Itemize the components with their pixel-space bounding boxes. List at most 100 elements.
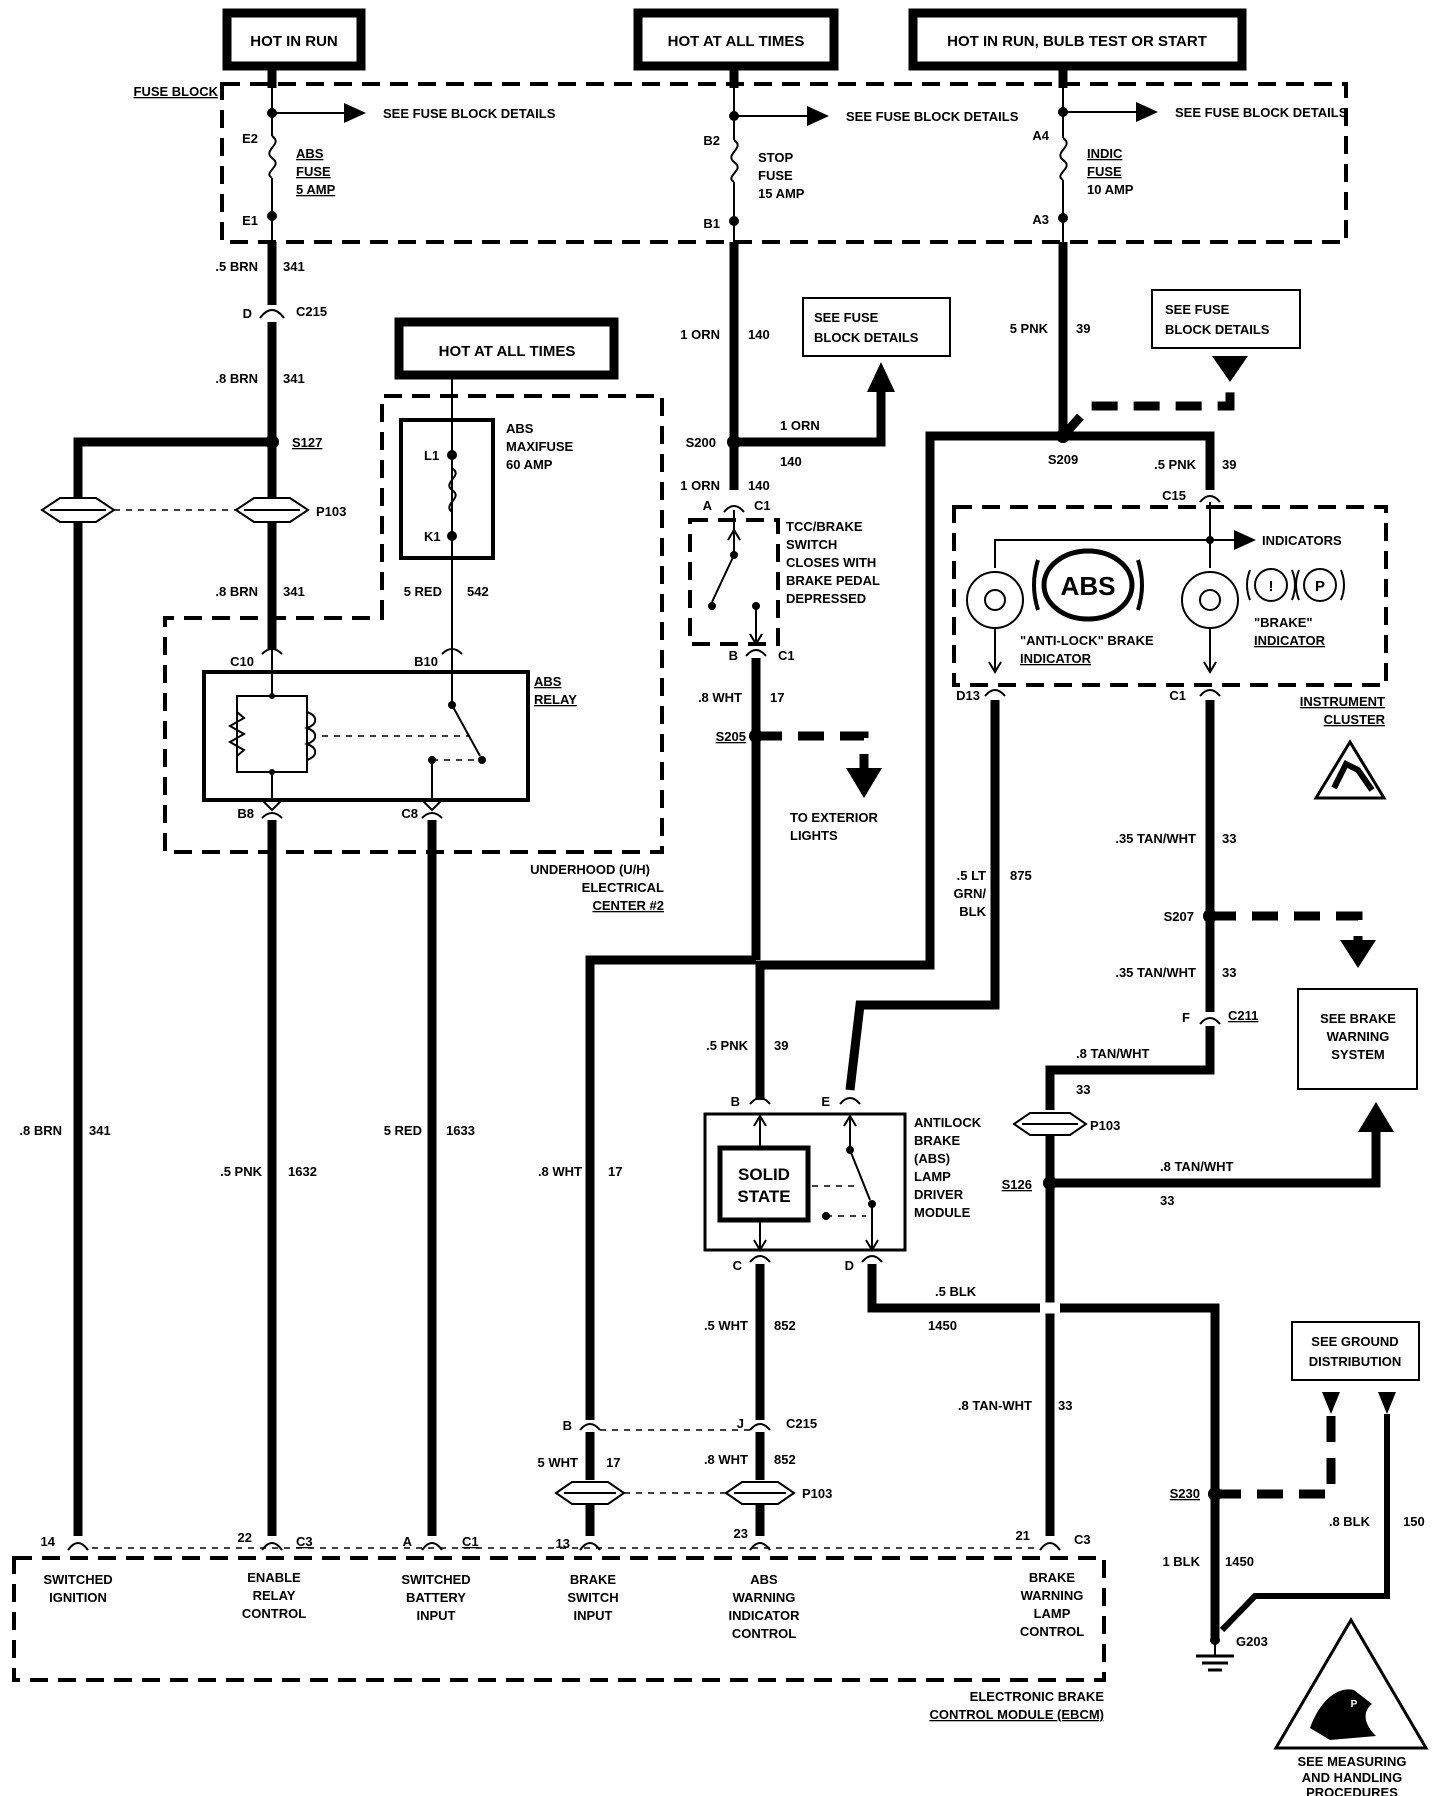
wire-label: .35 TAN/WHT: [1115, 965, 1196, 980]
brake-park-icon: ! P: [1246, 568, 1345, 602]
pin-function: CONTROL: [1020, 1624, 1084, 1639]
circuit-number: 852: [774, 1452, 796, 1467]
pin-number: 23: [734, 1526, 748, 1541]
connector-label: C3: [296, 1534, 313, 1549]
splice-label: S127: [292, 435, 322, 450]
tcc-brake-switch: A C1 TCC/BRAKE SWITCH CLOSES WITH BRAKE …: [688, 498, 880, 646]
connector-label: C215: [296, 304, 327, 319]
fuse-name: FUSE: [758, 168, 793, 183]
pin-number: 22: [238, 1530, 252, 1545]
circuit-number: 542: [467, 584, 489, 599]
connector-label: C211: [1228, 1008, 1258, 1023]
maxifuse-name: ABS: [506, 421, 534, 436]
wire-label: .8 TAN/WHT: [1160, 1159, 1233, 1174]
splice-label: S207: [1164, 909, 1194, 924]
wire-label: .5 BLK: [935, 1284, 977, 1299]
brake-indicator-label: INDICATOR: [1254, 633, 1326, 648]
circuit-number: 17: [606, 1455, 620, 1470]
see-fuse-details-text: BLOCK DETAILS: [814, 330, 919, 345]
see-fuse-details-text: SEE FUSE BLOCK DETAILS: [1175, 105, 1348, 120]
ebcm-label: ELECTRONIC BRAKE: [970, 1689, 1105, 1704]
splice-label: S230: [1170, 1486, 1200, 1501]
wire-label: .8 TAN/WHT: [1076, 1046, 1149, 1061]
connector-pin: D13: [956, 688, 980, 703]
wire-label: .8 BRN: [215, 371, 258, 386]
circuit-number: 140: [780, 454, 802, 469]
pin-function: SWITCH: [567, 1590, 618, 1605]
ebcm-pin-4: 13 BRAKE SWITCH INPUT: [556, 1536, 619, 1623]
connector-pin: B: [731, 1094, 740, 1109]
wire-label: 1 ORN: [780, 418, 820, 433]
svg-text:P: P: [1315, 578, 1325, 595]
fuse-pin: L1: [424, 448, 439, 463]
power-label: HOT AT ALL TIMES: [668, 33, 805, 50]
stop-fuse: SEE FUSE BLOCK DETAILS B2 B1 STOP FUSE 1…: [703, 84, 1019, 242]
power-hot-at-all-times: HOT AT ALL TIMES: [633, 8, 839, 71]
circuit-number: 33: [1160, 1193, 1174, 1208]
pin-function: ENABLE: [247, 1570, 301, 1585]
wire-label: .5 PNK: [220, 1164, 263, 1179]
connector-pin: B: [563, 1418, 572, 1433]
wire-label: .5 LT: [957, 868, 986, 883]
connector-pin: A: [703, 498, 713, 513]
circuit-number: 852: [774, 1318, 796, 1333]
connector-label: C215: [786, 1416, 817, 1431]
pin-function: ABS: [750, 1572, 778, 1587]
connector-label: P103: [802, 1486, 832, 1501]
pin-function: SWITCHED: [401, 1572, 470, 1587]
power-label: HOT IN RUN, BULB TEST OR START: [947, 33, 1207, 50]
fuse-pin: E1: [242, 213, 258, 228]
tcc-switch-label: SWITCH: [786, 537, 837, 552]
ground-label: G203: [1236, 1634, 1268, 1649]
pin-number: A: [403, 1534, 413, 1549]
abs-badge-icon: ABS: [1032, 548, 1144, 622]
circuit-number: 341: [89, 1123, 111, 1138]
pin-function: IGNITION: [49, 1590, 107, 1605]
ground-icon: [1196, 1635, 1234, 1672]
circuit-number: 140: [748, 327, 770, 342]
lamp-icon: [966, 571, 1024, 629]
relay-name: ABS: [534, 674, 562, 689]
fuse-rating: 10 AMP: [1087, 182, 1134, 197]
wire-label: .5 PNK: [1154, 457, 1197, 472]
pin-number: 14: [41, 1534, 56, 1549]
pin-function: BATTERY: [406, 1590, 466, 1605]
handling-label: AND HANDLING: [1302, 1770, 1402, 1785]
wire-label: 1 BLK: [1162, 1554, 1200, 1569]
exterior-lights-label: LIGHTS: [790, 828, 838, 843]
cluster-label: CLUSTER: [1324, 712, 1386, 727]
connector-pin: C8: [401, 806, 418, 821]
connector-pin: C10: [230, 654, 254, 669]
indic-fuse: SEE FUSE BLOCK DETAILS A4 A3 INDIC FUSE …: [1032, 84, 1348, 242]
fuse-name: ABS: [296, 146, 324, 161]
wire-label: .5 BRN: [215, 259, 258, 274]
uh-center-label: UNDERHOOD (U/H): [530, 862, 650, 877]
wire-label: GRN/: [954, 886, 987, 901]
wire-label: 5 RED: [404, 584, 442, 599]
connector-pin: B: [729, 648, 738, 663]
wire-label: 1 ORN: [680, 327, 720, 342]
connector-pin: D: [243, 306, 252, 321]
fuse-pin: A3: [1032, 212, 1049, 227]
lamp-driver-label: DRIVER: [914, 1187, 964, 1202]
lamp-driver-label: ANTILOCK: [914, 1115, 982, 1130]
lamp-driver-label: LAMP: [914, 1169, 951, 1184]
wire-label: .8 WHT: [538, 1164, 582, 1179]
fuse-pin: K1: [424, 529, 441, 544]
lamp-icon: [1181, 571, 1239, 629]
ebcm-pin-6: 21 C3 BRAKE WARNING LAMP CONTROL: [1016, 1528, 1091, 1639]
wire-label: .8 BRN: [215, 584, 258, 599]
connector-pin: E: [821, 1094, 830, 1109]
splice-label: S205: [716, 729, 746, 744]
esd-warning-icon: [1313, 739, 1387, 800]
connector-label: C1: [462, 1534, 479, 1549]
cluster-label: INSTRUMENT: [1300, 694, 1385, 709]
pin-function: BRAKE: [1029, 1570, 1076, 1585]
see-ground-distribution-box: SEE GROUND DISTRIBUTION: [1291, 1321, 1420, 1381]
fuse-name: FUSE: [296, 164, 331, 179]
connector-label: P103: [1090, 1118, 1120, 1133]
circuit-number: 1632: [288, 1164, 317, 1179]
circuit-number: 33: [1222, 965, 1236, 980]
ebcm-pin-3: A C1 SWITCHED BATTERY INPUT: [401, 1534, 478, 1623]
ebcm-pin-5: 23 ABS WARNING INDICATOR CONTROL: [728, 1526, 800, 1641]
